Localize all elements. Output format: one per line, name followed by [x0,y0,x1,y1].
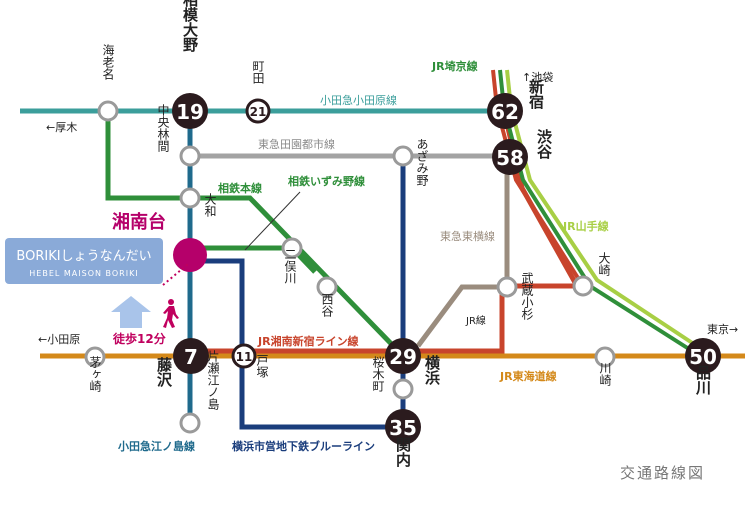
walking-person-icon [163,299,179,328]
label-sotetsu-izumino: 相鉄いずみ野線 [288,174,365,188]
station-chuorinkan [179,145,201,167]
label-toyoko-line: 東急東横線 [440,229,495,243]
direction-ikebukuro: ↑池袋 [522,70,553,84]
direction-tokyo: 東京→ [707,322,738,336]
label-sagamiono: 相模大野 [181,0,199,53]
label-osaki: 大崎 [597,252,611,276]
label-shonan-shinjuku-line: JR湘南新宿ライン線 [257,334,359,348]
svg-text:50: 50 [689,345,717,369]
svg-text:19: 19 [176,100,204,124]
label-musashikosugi: 武蔵小杉 [520,272,534,321]
label-blue-line: 横浜市営地下鉄ブルーライン [232,439,375,453]
station-katase [179,412,201,434]
svg-text:29: 29 [389,345,417,369]
svg-text:62: 62 [491,100,519,124]
label-ebina: 海老名 [101,43,115,80]
label-sakuragicho: 桜木町 [371,356,385,392]
station-fujisawa: 7 [173,338,209,374]
svg-text:21: 21 [250,105,267,119]
label-totsuka: 戸塚 [255,354,269,378]
label-yamato: 大和 [203,193,217,217]
svg-text:58: 58 [496,146,524,170]
walk-time: 徒歩12分 [112,331,166,346]
map-title: 交通路線図 [620,464,705,482]
label-katase: 片瀬江ノ島 [206,350,220,411]
label-yokohama: 横浜 [423,354,441,386]
label-odakyu-line: 小田急小田原線 [320,93,397,107]
label-machida: 町田 [251,60,265,84]
svg-text:11: 11 [236,350,253,364]
station-sakuragicho [392,378,414,400]
label-sotetsu-main: 相鉄本線 [218,181,262,195]
label-futamatagawa: 二俣川 [283,248,297,284]
label-denentoshi-line: 東急田園都市線 [258,137,335,151]
label-shinjuku: 新宿 [527,78,545,110]
label-chigasaki: 茅ヶ崎 [88,356,102,392]
property-sub: HEBEL MAISON BORIKI [29,269,138,278]
station-totsuka: 11 [231,343,257,369]
property-name: BORIKIしょうなんだい [16,249,151,264]
station-osaki [572,275,594,297]
direction-odawara: ←小田原 [38,333,80,346]
label-kawasaki: 川崎 [598,362,612,386]
station-kannai: 35 [385,409,421,445]
label-saikyo-line: JR埼京線 [431,59,478,73]
station-machida: 21 [245,98,271,124]
station-yokohama: 29 [385,338,421,374]
station-nishiya [316,276,338,298]
walk-arrow-icon [111,296,151,328]
station-sagamiono: 19 [172,93,208,129]
label-fujisawa: 藤沢 [155,356,173,388]
label-chuorinkan: 中央林間 [156,103,170,152]
label-yamanote-line: JR山手線 [562,219,609,233]
label-shibuya: 渋谷 [535,128,553,160]
station-azamino [392,145,414,167]
station-yamato [179,187,201,209]
label-nishiya: 西谷 [320,293,334,318]
label-kannai: 関内 [394,437,412,468]
shonandai-label: 湘南台 [112,211,166,233]
label-tokaido-line: JR東海道線 [499,369,557,383]
izumino-leader-line [244,191,301,251]
station-musashikosugi [496,276,518,298]
direction-atsugi: ←厚木 [46,121,77,134]
label-jr-line: JR線 [465,314,486,327]
station-ebina [97,100,119,122]
station-shinagawa: 50 [685,338,721,374]
property-box [5,238,163,284]
station-chigasaki [84,346,106,368]
station-shinjuku: 62 [487,93,523,129]
shonan-shinjuku-line [192,114,582,354]
label-shinagawa: 品川 [694,365,712,395]
property-dotted-link [162,263,189,286]
label-enoshima-line: 小田急江ノ島線 [117,439,195,453]
station-futamatagawa [281,237,303,259]
sotetsu-main-line [105,111,405,358]
station-shibuya: 58 [492,139,528,175]
station-shonandai [173,238,207,272]
station-kawasaki [594,346,616,368]
toyoko-line [415,157,510,348]
svg-text:35: 35 [389,416,417,440]
label-azamino: あざみ野 [415,138,429,186]
svg-text:7: 7 [184,345,198,369]
